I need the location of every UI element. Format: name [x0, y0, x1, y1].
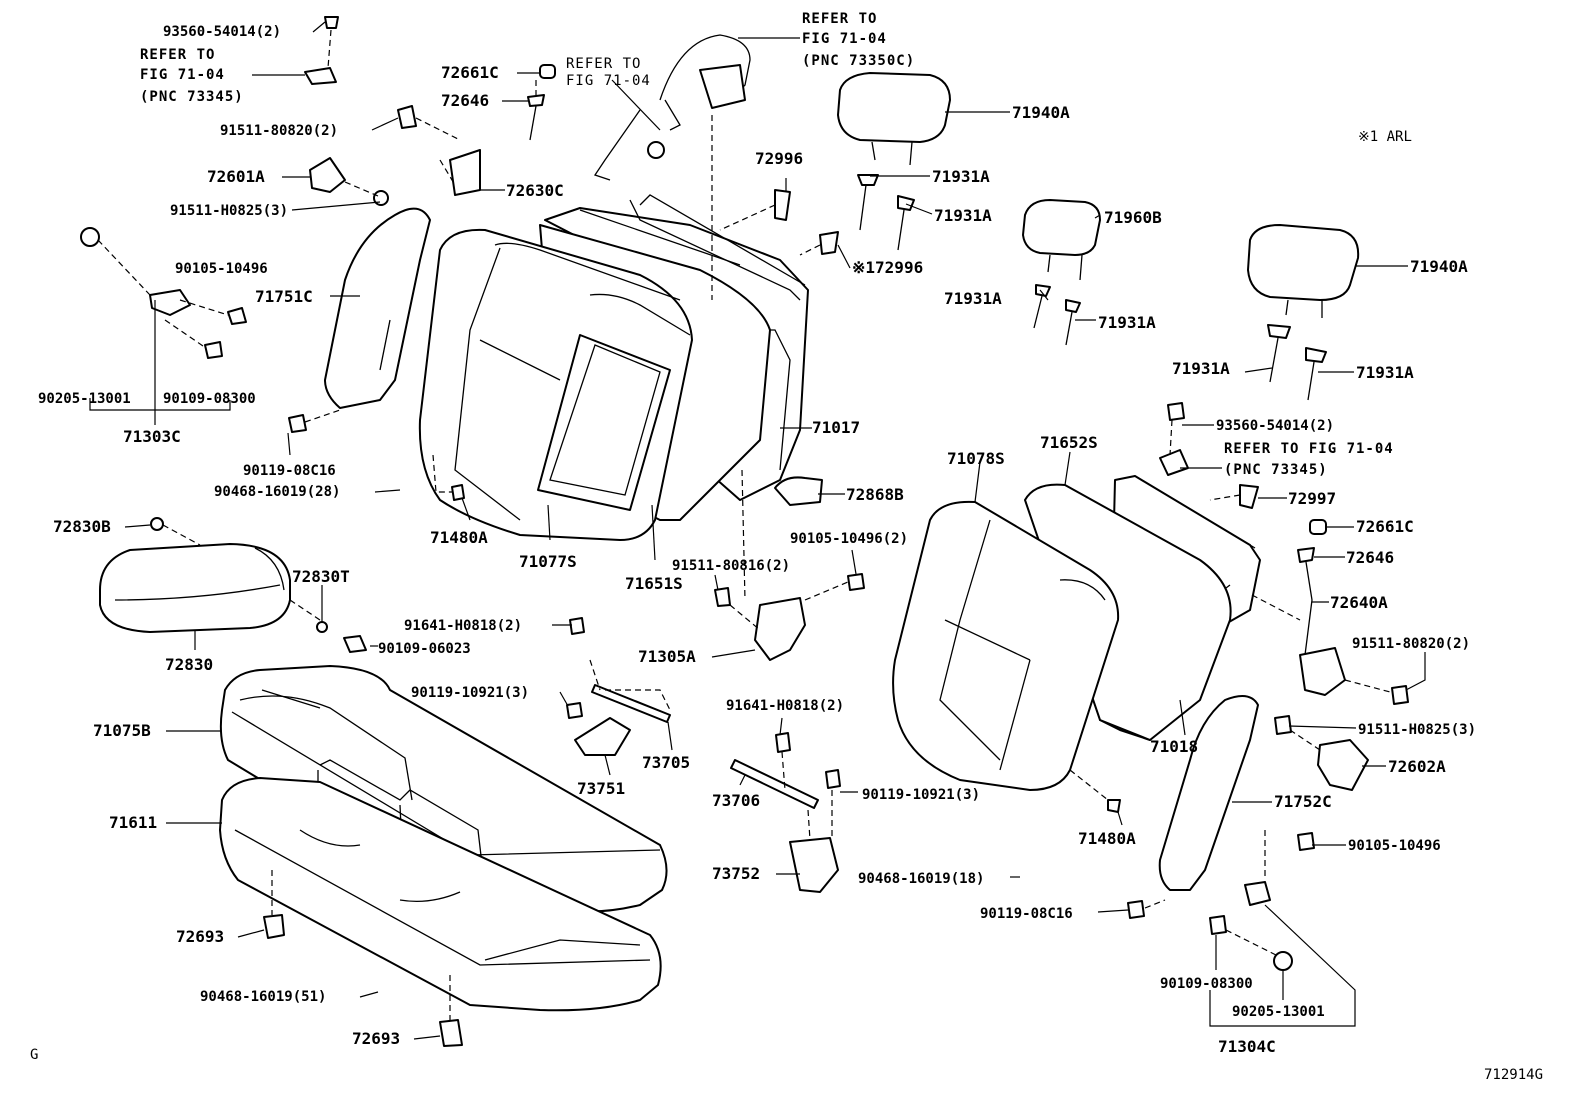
label-71960b: 71960B [1104, 208, 1162, 227]
label-90109-08300-left: 90109-08300 [163, 391, 256, 407]
label-71078s: 71078S [947, 449, 1005, 468]
label-73706: 73706 [712, 791, 761, 810]
label-172996: ※172996 [852, 258, 924, 277]
label-refer-to-top-1: REFER TO [802, 11, 878, 27]
label-73705: 73705 [642, 753, 691, 772]
right-side-bolster [1158, 695, 1259, 891]
label-90109-06023: 90109-06023 [378, 641, 471, 657]
label-71652s: 71652S [1040, 433, 1098, 452]
right-seatback-cover [892, 500, 1120, 791]
label-71611: 71611 [109, 813, 158, 832]
label-71480a-right: 71480A [1078, 829, 1136, 848]
label-71931a-1: 71931A [932, 167, 990, 186]
hardware [80, 16, 1409, 1047]
label-72996: 72996 [755, 149, 804, 168]
label-90119-10921-left: 90119-10921(3) [411, 685, 530, 701]
label-91511-80816: 91511-80816(2) [672, 558, 791, 574]
label-90105-10496-left: 90105-10496 [175, 261, 268, 277]
label-90468-16019-51: 90468-16019(51) [200, 989, 327, 1005]
label-71940a-left: 71940A [1012, 103, 1070, 122]
label-refer-to-left-1: REFER TO [140, 47, 216, 63]
label-71077s: 71077S [519, 552, 577, 571]
label-71651s: 71651S [625, 574, 683, 593]
label-93560-54014-right: 93560-54014(2) [1216, 418, 1335, 434]
label-refer-to-left-2: FIG 71-04 [140, 67, 225, 83]
label-71017: 71017 [812, 418, 861, 437]
left-side-bolster [324, 207, 431, 409]
dashed-lines [97, 29, 1391, 1020]
headrest-71960b [1022, 199, 1101, 281]
label-90105-10496-right: 90105-10496 [1348, 838, 1441, 854]
label-refer-to-mid-2: FIG 71-04 [566, 73, 651, 89]
label-91641-h0818-left: 91641-H0818(2) [404, 618, 523, 634]
label-71303c: 71303C [123, 427, 181, 446]
label-71075b: 71075B [93, 721, 151, 740]
label-90119-08c16-left: 90119-08C16 [243, 463, 336, 479]
label-73752: 73752 [712, 864, 761, 883]
armrest [99, 543, 291, 633]
label-refer-to-top-3: (PNC 73350C) [802, 53, 916, 69]
label-refer-to-mid-1: REFER TO [566, 56, 642, 72]
label-corner-g: G [30, 1047, 39, 1063]
label-71305a: 71305A [638, 647, 696, 666]
label-93560-54014-left: 93560-54014(2) [163, 24, 282, 40]
label-90119-10921-mid: 90119-10921(3) [862, 787, 981, 803]
label-72646-left: 72646 [441, 91, 490, 110]
label-72830: 72830 [165, 655, 214, 674]
label-71931a-6: 71931A [1356, 363, 1414, 382]
label-72997: 72997 [1288, 489, 1337, 508]
leader-lines [89, 21, 1426, 1040]
label-71751c: 71751C [255, 287, 313, 306]
label-90109-08300-right: 90109-08300 [1160, 976, 1253, 992]
label-72693-lower: 72693 [352, 1029, 401, 1048]
label-91641-h0818-mid: 91641-H0818(2) [726, 698, 845, 714]
label-71018: 71018 [1150, 737, 1199, 756]
label-refer-to-left-3: (PNC 73345) [140, 89, 244, 105]
label-72661c-left: 72661C [441, 63, 499, 82]
headrest-supports [857, 174, 1327, 401]
label-72830b: 72830B [53, 517, 111, 536]
label-90205-13001-right: 90205-13001 [1232, 1004, 1325, 1020]
label-91511-80820-right: 91511-80820(2) [1352, 636, 1471, 652]
label-71931a-4: 71931A [1098, 313, 1156, 332]
right-seatback-pad [1024, 483, 1232, 741]
label-72640a: 72640A [1330, 593, 1388, 612]
label-71931a-5: 71931A [1172, 359, 1230, 378]
label-72868b: 72868B [846, 485, 904, 504]
label-72646-right: 72646 [1346, 548, 1395, 567]
left-seatback-cover [418, 228, 693, 541]
label-71931a-3: 71931A [944, 289, 1002, 308]
label-90468-16019-18: 90468-16019(18) [858, 871, 985, 887]
label-90468-16019-28: 90468-16019(28) [214, 484, 341, 500]
label-90119-08c16-right: 90119-08C16 [980, 906, 1073, 922]
seat-cushion-pad [219, 777, 662, 1012]
label-refer-to-top-2: FIG 71-04 [802, 31, 887, 47]
label-91511-h0825-right: 91511-H0825(3) [1358, 722, 1477, 738]
label-91511-h0825-left: 91511-H0825(3) [170, 203, 289, 219]
label-90205-13001-left: 90205-13001 [38, 391, 131, 407]
label-71931a-2: 71931A [934, 206, 992, 225]
label-71752c: 71752C [1274, 792, 1332, 811]
label-72693-upper: 72693 [176, 927, 225, 946]
headrest-71940a-right [1247, 224, 1360, 318]
label-72830t: 72830T [292, 567, 350, 586]
label-71304c: 71304C [1218, 1037, 1276, 1056]
label-73751: 73751 [577, 779, 626, 798]
label-71940a-right: 71940A [1410, 257, 1468, 276]
label-90105-10496-mid: 90105-10496(2) [790, 531, 909, 547]
label-figure-number: 712914G [1484, 1067, 1544, 1083]
label-72601a: 72601A [207, 167, 265, 186]
label-note-arl: ※1 ARL [1358, 129, 1412, 145]
label-72602a: 72602A [1388, 757, 1446, 776]
seatbelt-assembly [593, 34, 751, 181]
label-71480a-left: 71480A [430, 528, 488, 547]
label-72661c-right: 72661C [1356, 517, 1414, 536]
headrest-71940a-left [837, 72, 951, 166]
label-refer-to-right-2: (PNC 73345) [1224, 462, 1328, 478]
label-72630c: 72630C [506, 181, 564, 200]
label-refer-to-right-1: REFER TO FIG 71-04 [1224, 441, 1394, 457]
label-91511-80820-left: 91511-80820(2) [220, 123, 339, 139]
